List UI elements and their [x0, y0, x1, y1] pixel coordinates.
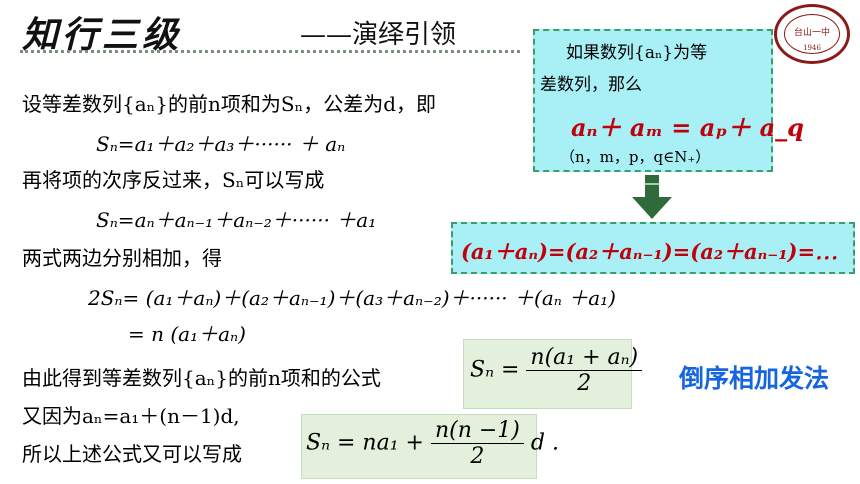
sum-formula-alt-fraction: n(n −1) 2 [430, 418, 524, 469]
school-seal-year: 1946 [803, 44, 821, 52]
line-intro: 设等差数列{aₙ}的前n项和为Sₙ，公差为d，即 [22, 92, 437, 116]
line-sum-reverse: Sₙ=aₙ＋aₙ₋₁＋aₙ₋₂＋······ ＋a₁ [96, 208, 377, 232]
down-arrow-icon [645, 175, 659, 197]
school-seal-inner-ring [784, 14, 840, 54]
section-title: 知行三级 [22, 14, 183, 56]
line-an-relation: 又因为aₙ=a₁＋(n－1)d, [22, 404, 240, 428]
line-formula-intro: 由此得到等差数列{aₙ}的前n项和的公式 [22, 366, 381, 390]
line-add-both: 两式两边分别相加，得 [22, 246, 222, 270]
tip-line-1: 如果数列{aₙ}为等 [566, 43, 708, 63]
tip-condition: （n，m，p，q∈N₊） [560, 148, 711, 166]
tip-formula: aₙ＋ aₘ = aₚ＋ a_q [571, 113, 804, 142]
down-arrow-stripe [645, 183, 659, 185]
sum-formula-box [463, 339, 632, 409]
sum-formula-alt-numerator: n(n −1) [430, 418, 524, 444]
sum-formula-alt-tail: d . [530, 430, 559, 456]
sum-formula-alt-denominator: 2 [470, 444, 485, 469]
sum-formula-lhs: Sₙ = [470, 357, 520, 383]
method-label: 倒序相加发法 [679, 364, 830, 393]
section-subtitle: ——演绎引领 [300, 20, 457, 50]
line-double-sum: 2Sₙ= (a₁＋aₙ)＋(a₂＋aₙ₋₁)＋(a₃＋aₙ₋₂)＋······ … [88, 286, 616, 310]
tip-line-2: 差数列，那么 [540, 75, 642, 95]
line-reverse-intro: 再将项的次序反过来，Sₙ可以写成 [22, 168, 325, 192]
title-divider [20, 50, 520, 53]
sum-formula-alt-lhs: Sₙ = na₁ + [306, 430, 424, 456]
school-seal-text: 台山一中 [793, 28, 830, 38]
line-product: = n (a₁＋aₙ) [128, 322, 246, 346]
sum-formula-alt: Sₙ = na₁ + n(n −1) 2 d . [306, 418, 559, 469]
sum-formula-numerator: n(a₁ + aₙ) [526, 345, 643, 371]
line-rewrite-intro: 所以上述公式又可以写成 [22, 442, 242, 466]
sum-formula-fraction: n(a₁ + aₙ) 2 [526, 345, 643, 396]
pair-equation: (a₁＋aₙ)=(a₂＋aₙ₋₁)=(a₂＋aₙ₋₁)=⋯ [461, 239, 838, 264]
sum-formula: Sₙ = n(a₁ + aₙ) 2 [470, 345, 643, 396]
down-arrow-head-icon [632, 197, 672, 219]
pair-equation-box [451, 222, 855, 274]
tip-box [533, 29, 773, 172]
line-sum-forward: Sₙ=a₁＋a₂＋a₃＋······ ＋ aₙ [96, 132, 346, 156]
sum-formula-denominator: 2 [577, 371, 592, 396]
sum-formula-alt-box [301, 414, 537, 479]
